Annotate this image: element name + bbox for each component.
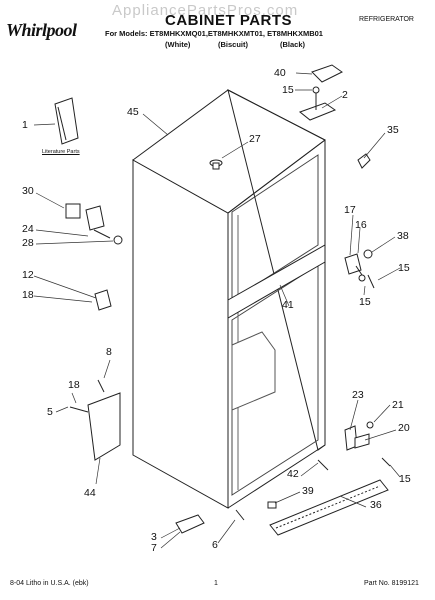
callout-45: 45 bbox=[127, 106, 139, 118]
lower-left-hinge bbox=[87, 392, 121, 461]
page-title: CABINET PARTS bbox=[165, 12, 293, 29]
callout-39: 39 bbox=[302, 485, 314, 497]
callout-38: 38 bbox=[397, 230, 409, 242]
callout-18-upper: 18 bbox=[22, 289, 34, 301]
cabinet-front-face bbox=[132, 159, 229, 509]
color-black: (Black) bbox=[280, 40, 306, 49]
callout-7: 7 bbox=[151, 542, 157, 554]
callout-41: 41 bbox=[282, 299, 294, 311]
whirlpool-logo: Whirlpool bbox=[6, 20, 77, 40]
divider-rail bbox=[227, 244, 326, 319]
callout-42: 42 bbox=[287, 468, 299, 480]
callout-8: 8 bbox=[106, 346, 112, 358]
callout-18-lower: 18 bbox=[68, 379, 80, 391]
callout-5: 5 bbox=[47, 406, 53, 418]
cabinet-interior-lower bbox=[231, 264, 319, 496]
footer-print-info: 8-04 Litho in U.S.A. (ebk) bbox=[10, 580, 89, 587]
callout-27: 27 bbox=[249, 133, 261, 145]
callout-2: 2 bbox=[342, 89, 348, 101]
cabinet-interior-upper bbox=[231, 154, 319, 301]
category-label: REFRIGERATOR bbox=[359, 16, 414, 23]
callout-20: 20 bbox=[398, 422, 410, 434]
callout-15-mid: 15 bbox=[359, 296, 371, 308]
callout-40: 40 bbox=[274, 67, 286, 79]
callout-21: 21 bbox=[392, 399, 404, 411]
callout-15-bottom: 15 bbox=[399, 473, 411, 485]
callout-16: 16 bbox=[355, 219, 367, 231]
callout-15-right: 15 bbox=[398, 262, 410, 274]
callout-44: 44 bbox=[84, 487, 96, 499]
callout-35: 35 bbox=[387, 124, 399, 136]
callout-1: 1 bbox=[22, 119, 28, 131]
watermark: AppliancePartsPros.com bbox=[112, 2, 299, 19]
literature-parts-label: Literature Parts bbox=[42, 149, 80, 155]
callout-15-top: 15 bbox=[282, 84, 294, 96]
model-list: For Models: ET8MHKXMQ01,ET8MHKXMT01, ET8… bbox=[105, 29, 323, 38]
literature-booklet bbox=[54, 97, 79, 145]
callout-36: 36 bbox=[370, 499, 382, 511]
callout-23: 23 bbox=[352, 389, 364, 401]
footer-page-number: 1 bbox=[214, 580, 218, 587]
toe-grille bbox=[269, 479, 389, 536]
hinge-cover bbox=[311, 64, 343, 83]
color-white: (White) bbox=[165, 40, 191, 49]
color-biscuit: (Biscuit) bbox=[218, 40, 248, 49]
callout-30: 30 bbox=[22, 185, 34, 197]
footer-part-number: Part No. 8199121 bbox=[364, 580, 419, 587]
callout-28: 28 bbox=[22, 237, 34, 249]
callout-24: 24 bbox=[22, 223, 34, 235]
callout-3: 3 bbox=[151, 531, 157, 543]
callout-17: 17 bbox=[344, 204, 356, 216]
callout-6: 6 bbox=[212, 539, 218, 551]
callout-12: 12 bbox=[22, 269, 34, 281]
top-hinge bbox=[298, 102, 337, 121]
